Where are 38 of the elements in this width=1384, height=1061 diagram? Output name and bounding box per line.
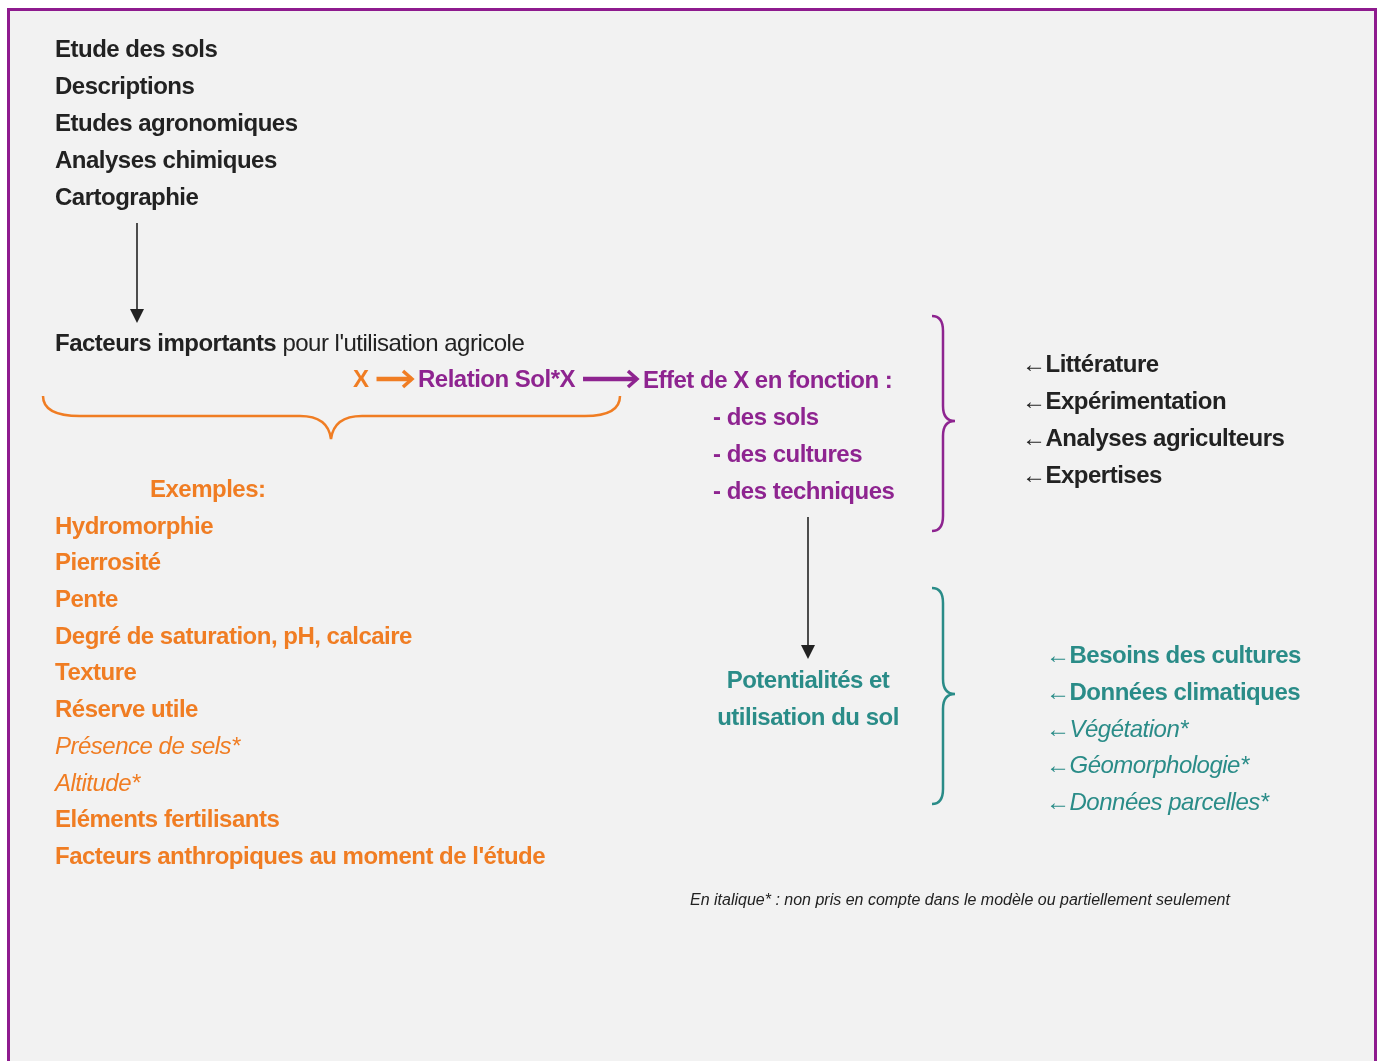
arrow xyxy=(583,369,639,389)
arrow xyxy=(376,369,414,389)
example-text: Présence de sels* xyxy=(55,730,240,761)
topic-text: Etudes agronomiques xyxy=(55,108,298,138)
arrow xyxy=(801,516,815,659)
source-text: ←Données parcelles* xyxy=(1046,787,1269,818)
source-text: ←Géomorphologie* xyxy=(1046,750,1249,781)
example-text: Eléments fertilisants xyxy=(55,804,280,835)
effect-text: - des sols xyxy=(712,402,819,432)
topic-text: Cartographie xyxy=(55,182,199,212)
heading-text: Effet de X en fonction : xyxy=(643,365,893,395)
example-text: Hydromorphie xyxy=(55,510,213,541)
topic-text: Analyses chimiques xyxy=(55,145,277,175)
effect-text: - des techniques xyxy=(712,476,895,506)
example-text: Texture xyxy=(55,657,137,688)
example-text: Facteurs anthropiques au moment de l'étude xyxy=(55,840,546,871)
source-text: ←Analyses agriculteurs xyxy=(1022,423,1285,453)
example-text: Pente xyxy=(55,584,118,615)
source-text: ←Besoins des cultures xyxy=(1046,640,1301,670)
example-text: Pierrosité xyxy=(55,547,161,578)
heading-text: Exemples: xyxy=(149,474,266,504)
relation-text: Relation Sol*X xyxy=(418,361,576,397)
example-text: Degré de saturation, pH, calcaire xyxy=(55,620,412,651)
source-text: ←Expertises xyxy=(1022,460,1162,490)
effect-text: - des cultures xyxy=(712,439,863,469)
example-text: Altitude* xyxy=(55,767,140,798)
heading-text: Facteurs importants pour l'utilisation agricole xyxy=(55,325,525,361)
source-text: ←Végétation* xyxy=(1046,713,1189,744)
source-text: ←Littérature xyxy=(1022,349,1159,379)
example-text: Réserve utile xyxy=(55,694,198,725)
result-text: Potentialités et utilisation du sol xyxy=(688,661,928,735)
footnote-text: En italique* : non pris en compte dans le modèle ou partiellement seulement xyxy=(690,891,1230,909)
topic-text: Etude des sols xyxy=(55,34,218,64)
topic-text: Descriptions xyxy=(55,71,195,101)
source-text: ←Données climatiques xyxy=(1046,676,1301,707)
variable-text: X xyxy=(353,361,369,397)
arrow xyxy=(130,222,144,323)
source-text: ←Expérimentation xyxy=(1022,386,1227,416)
